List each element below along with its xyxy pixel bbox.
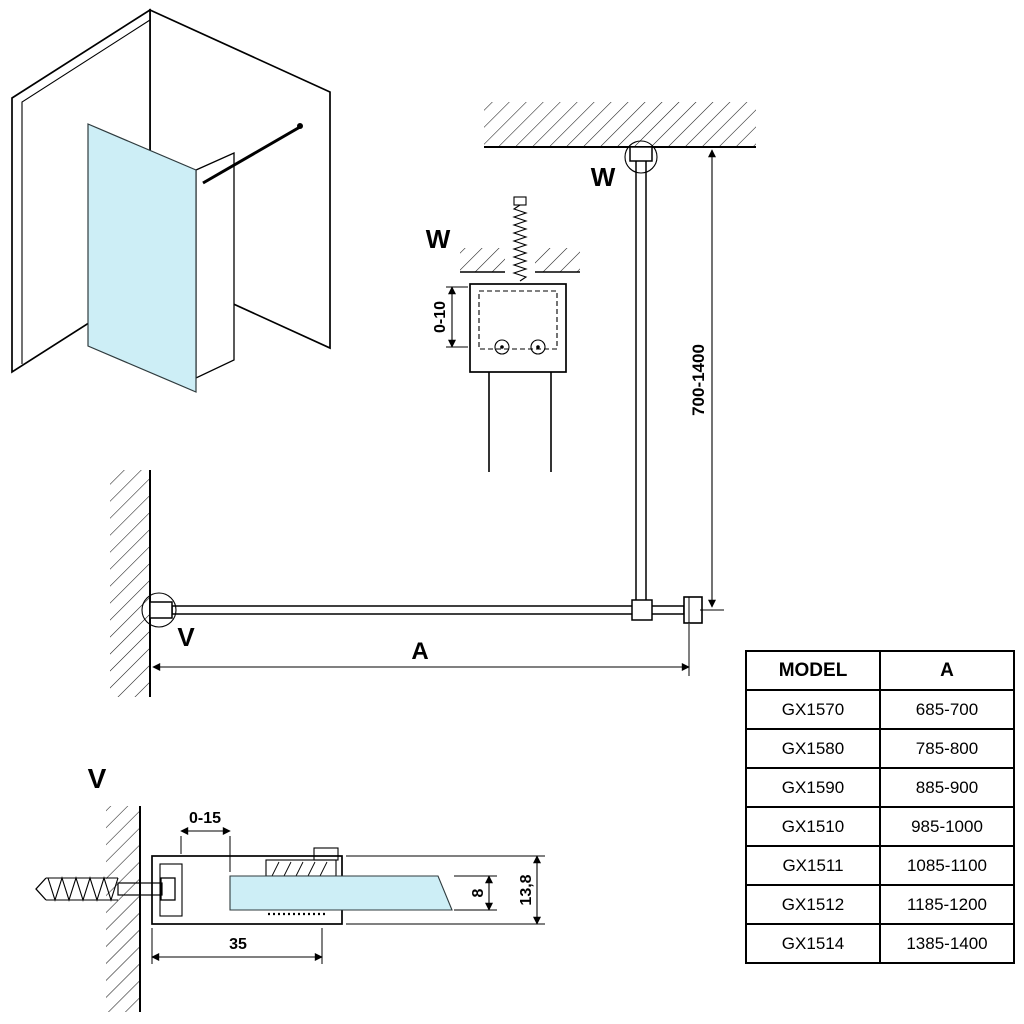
model-cell: GX1570 bbox=[745, 689, 881, 730]
screw-thread-zigzag bbox=[47, 876, 119, 902]
dim-height-label: 700-1400 bbox=[689, 344, 708, 416]
glass-panel-iso bbox=[87, 123, 197, 393]
model-cell: GX1514 bbox=[745, 923, 881, 964]
detail-w-section: W 0-10 bbox=[426, 196, 580, 472]
model-column-header: MODEL bbox=[745, 650, 881, 691]
ceiling-mount-bracket bbox=[629, 146, 653, 162]
dim-8-label: 8 bbox=[470, 888, 487, 897]
end-clamp-bracket bbox=[683, 596, 703, 624]
ceiling-hatch-left bbox=[460, 248, 505, 272]
support-bar-iso bbox=[202, 125, 301, 185]
wall-mount-bracket bbox=[149, 601, 173, 619]
table-row: GX1512 1185-1200 bbox=[745, 884, 1015, 925]
support-bar-wall-mount bbox=[297, 123, 303, 129]
table-row: GX1590 885-900 bbox=[745, 767, 1015, 808]
a-cell: 1185-1200 bbox=[879, 884, 1015, 925]
table-row: GX1514 1385-1400 bbox=[745, 923, 1015, 964]
model-cell: GX1511 bbox=[745, 845, 881, 886]
detail-marker-w: W bbox=[591, 162, 616, 192]
a-column-header: A bbox=[879, 650, 1015, 691]
bolt-center-left bbox=[500, 345, 504, 349]
return-panel bbox=[195, 151, 235, 380]
model-size-table: MODEL A GX1570 685-700 GX1580 785-800 GX… bbox=[745, 650, 1015, 964]
screw-shank bbox=[117, 882, 163, 896]
detail-circle-w bbox=[624, 140, 658, 174]
elevation-view: W V 700-1400 A bbox=[110, 102, 756, 697]
ceiling-hatch-right bbox=[535, 248, 580, 272]
a-cell: 1085-1100 bbox=[879, 845, 1015, 886]
model-cell: GX1510 bbox=[745, 806, 881, 847]
a-cell: 985-1000 bbox=[879, 806, 1015, 847]
isometric-view bbox=[11, 8, 331, 393]
wedge-tab bbox=[313, 847, 339, 861]
detail-wall-hatch bbox=[106, 806, 140, 1012]
bracket-bolt-left bbox=[494, 339, 510, 355]
a-cell: 885-900 bbox=[879, 767, 1015, 808]
table-row: GX1570 685-700 bbox=[745, 689, 1015, 730]
wedge-serrations bbox=[271, 861, 328, 877]
wall-hatch bbox=[110, 470, 150, 697]
screw-head-in-channel bbox=[160, 877, 176, 901]
vertical-support-bar bbox=[635, 146, 647, 604]
dim-0-15-label: 0-15 bbox=[189, 810, 221, 827]
table-header-row: MODEL A bbox=[745, 650, 1015, 691]
table-row: GX1511 1085-1100 bbox=[745, 845, 1015, 886]
bolt-center-right bbox=[536, 345, 540, 349]
left-wall-thickness-line bbox=[21, 19, 151, 364]
profile-screw-channel bbox=[159, 863, 183, 917]
dim-35-label: 35 bbox=[229, 936, 247, 953]
detail-v-label: V bbox=[88, 763, 107, 794]
model-cell: GX1580 bbox=[745, 728, 881, 769]
table-row: GX1510 985-1000 bbox=[745, 806, 1015, 847]
dim-138-label: 13,8 bbox=[518, 874, 535, 905]
dim-a-label: A bbox=[411, 638, 428, 665]
glass-panel-section bbox=[229, 875, 453, 911]
a-cell: 785-800 bbox=[879, 728, 1015, 769]
dim-0-10-label: 0-10 bbox=[432, 301, 449, 333]
bracket-bolt-right bbox=[530, 339, 546, 355]
ceiling-hatch bbox=[484, 102, 756, 147]
screw-tip bbox=[35, 877, 47, 901]
table-row: GX1580 785-800 bbox=[745, 728, 1015, 769]
a-cell: 685-700 bbox=[879, 689, 1015, 730]
screw-head bbox=[513, 196, 527, 206]
detail-marker-v: V bbox=[177, 622, 195, 652]
ceiling-bracket bbox=[469, 283, 567, 373]
screw-thread bbox=[512, 204, 528, 282]
horizontal-bar bbox=[171, 605, 685, 615]
detail-w-label: W bbox=[426, 224, 451, 254]
model-cell: GX1512 bbox=[745, 884, 881, 925]
detail-v-section: V 0-15 35 8 bbox=[35, 763, 545, 1012]
model-cell: GX1590 bbox=[745, 767, 881, 808]
bracket-inner-dashed bbox=[478, 290, 558, 350]
detail-circle-v bbox=[141, 592, 177, 628]
a-cell: 1385-1400 bbox=[879, 923, 1015, 964]
bar-junction-block bbox=[631, 599, 653, 621]
